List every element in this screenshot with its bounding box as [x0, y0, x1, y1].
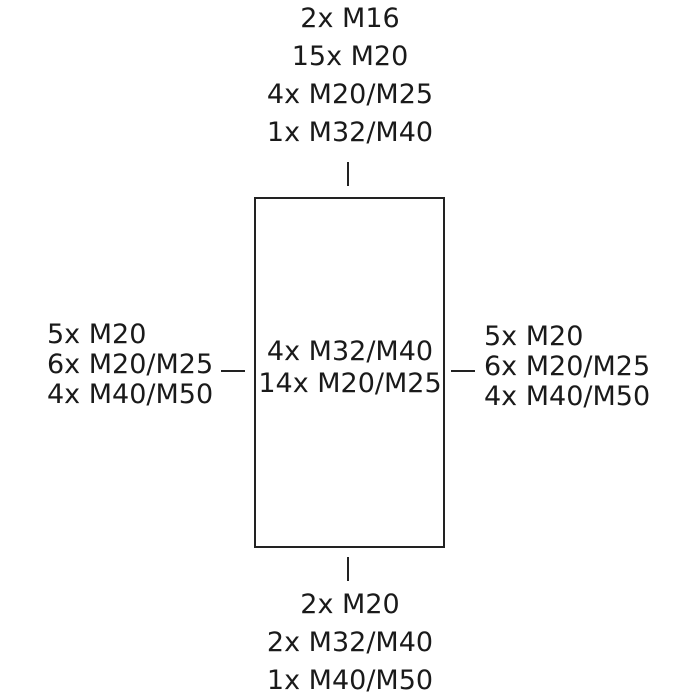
center-entry: 4x M32/M40 [266, 336, 434, 367]
right-entry: 4x M40/M50 [484, 381, 651, 412]
center-entry: 14x M20/M25 [258, 368, 442, 399]
top-entry: 15x M20 [291, 41, 409, 72]
left-entry: 4x M40/M50 [47, 379, 214, 410]
top-entry: 2x M16 [300, 3, 400, 34]
bottom-entry: 1x M40/M50 [266, 665, 434, 696]
right-connector-line [451, 370, 475, 372]
right-entry: 5x M20 [484, 321, 584, 352]
bottom-side-entries: 2x M20 2x M32/M40 1x M40/M50 [267, 586, 433, 700]
center-entries: 4x M32/M40 14x M20/M25 [258, 336, 441, 400]
bottom-connector-line [347, 557, 349, 581]
left-side-entries: 5x M20 6x M20/M25 4x M40/M50 [47, 320, 213, 410]
top-entry: 1x M32/M40 [266, 117, 434, 148]
left-entry: 5x M20 [47, 319, 147, 350]
left-connector-line [221, 370, 245, 372]
top-connector-line [347, 162, 349, 186]
right-side-entries: 5x M20 6x M20/M25 4x M40/M50 [484, 322, 650, 412]
enclosure-box [254, 197, 445, 548]
top-entry: 4x M20/M25 [266, 79, 434, 110]
right-entry: 6x M20/M25 [484, 351, 651, 382]
bottom-entry: 2x M32/M40 [266, 627, 434, 658]
bottom-entry: 2x M20 [300, 589, 400, 620]
top-side-entries: 2x M16 15x M20 4x M20/M25 1x M32/M40 [267, 0, 433, 152]
left-entry: 6x M20/M25 [47, 349, 214, 380]
